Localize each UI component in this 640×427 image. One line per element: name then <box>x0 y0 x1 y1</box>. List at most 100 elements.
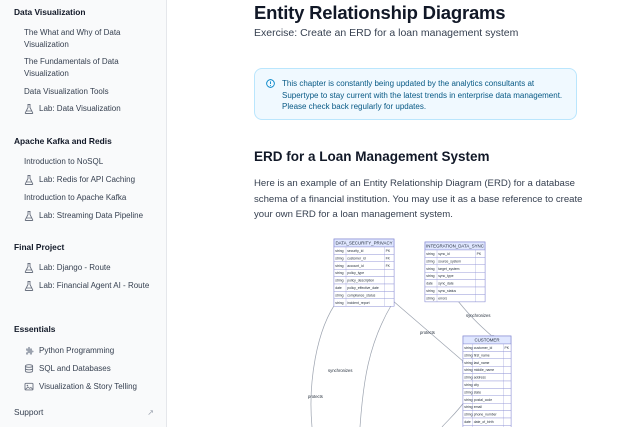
sidebar-item[interactable]: Lab: Data Visualization <box>24 103 152 115</box>
sidebar-item[interactable]: Data Visualization Tools <box>24 86 152 98</box>
flask-icon <box>24 263 34 273</box>
erd-cell-field: city <box>474 383 479 387</box>
erd-cell-type: string <box>464 361 472 365</box>
erd-cell-type: string <box>464 405 472 409</box>
sidebar-item-label: Python Programming <box>39 346 115 355</box>
erd-cell-type: string <box>426 296 434 300</box>
support-link[interactable]: Support↗ <box>14 407 154 417</box>
erd-cell-type: date <box>464 420 471 424</box>
erd-diagram: protects synchronizes synchronizes protects… <box>308 238 512 427</box>
info-callout: This chapter is constantly being updated… <box>254 68 577 120</box>
erd-cell-type: string <box>335 279 343 283</box>
erd-cell-type: string <box>464 353 472 357</box>
sidebar-item[interactable]: Lab: Streaming Data Pipeline <box>24 210 152 222</box>
sidebar-item[interactable]: Introduction to NoSQL <box>24 156 152 168</box>
sidebar-item-label: Introduction to Apache Kafka <box>24 193 127 202</box>
relation-label: synchronizes <box>328 368 352 373</box>
erd-cell-key: FK <box>386 264 391 268</box>
sidebar-section-title: Apache Kafka and Redis <box>14 136 112 146</box>
external-link-icon: ↗ <box>147 407 154 417</box>
erd-cell-key: PK <box>505 346 510 350</box>
erd-cell-field: policy_description <box>347 279 374 283</box>
erd-cell-type: string <box>464 368 472 372</box>
intro-paragraph: Here is an example of an Entity Relation… <box>254 178 583 220</box>
erd-cell-field: postal_code <box>474 398 492 402</box>
erd-cell-field: customer_id <box>474 346 493 350</box>
erd-cell-field: policy_type <box>347 271 364 275</box>
sidebar-item-label: Data Visualization Tools <box>24 87 109 96</box>
sidebar-item[interactable]: Visualization & Story Telling <box>24 381 152 393</box>
erd-table-name: DATA_SECURITY_PRIVACY <box>335 241 392 246</box>
sidebar-item-label: Introduction to NoSQL <box>24 157 104 166</box>
erd-cell-key: PK <box>386 249 391 253</box>
erd-cell-field: phone_number <box>474 413 498 417</box>
erd-row <box>462 425 512 427</box>
erd-cell-field: date_of_birth <box>474 420 494 424</box>
erd-cell-key: FK <box>386 256 391 260</box>
page-title: Entity Relationship Diagrams <box>254 2 506 23</box>
sidebar-section-title: Essentials <box>14 324 56 334</box>
sidebar-section-title: Data Visualization <box>14 7 86 17</box>
erd-cell-type: string <box>464 398 472 402</box>
relation-line <box>310 299 339 427</box>
page-subtitle: Exercise: Create an ERD for a loan manag… <box>254 27 519 39</box>
sidebar-section-title: Final Project <box>14 242 65 252</box>
erd-cell-type: date <box>426 282 433 286</box>
sidebar-item[interactable]: Introduction to Apache Kafka <box>24 192 152 204</box>
sidebar-item[interactable]: Lab: Django - Route <box>24 262 152 274</box>
erd-cell-type: string <box>426 267 434 271</box>
sidebar-item[interactable]: SQL and Databases <box>24 363 152 375</box>
erd-cell-field: source_system <box>438 259 461 263</box>
relation-label: protects <box>308 394 323 399</box>
erd-cell-type: string <box>426 252 434 256</box>
sidebar-item-label: Lab: Redis for API Caching <box>39 175 136 184</box>
erd-cell-type: date <box>335 286 342 290</box>
erd-cell-type: string <box>335 256 343 260</box>
info-icon <box>266 79 275 88</box>
erd-cell-field: sync_id <box>438 252 450 256</box>
erd-cell-type: string <box>335 271 343 275</box>
erd-cell-field: sync_date <box>438 282 454 286</box>
erd-cell-field: incident_report <box>347 301 369 305</box>
database-icon <box>24 364 34 373</box>
erd-cell-field: first_name <box>474 353 490 357</box>
flask-icon <box>24 104 34 114</box>
erd-cell-field: sync_status <box>438 289 456 293</box>
erd-cell-field: policy_effective_date <box>347 286 379 290</box>
sidebar-item[interactable]: The Fundamentals of Data Visualization <box>24 56 152 79</box>
sidebar-item-label: Lab: Django - Route <box>39 263 111 272</box>
erd-row <box>424 279 486 288</box>
erd-cell-type: string <box>335 301 343 305</box>
erd-cell-field: middle_name <box>474 368 494 372</box>
erd-cell-type: string <box>464 376 472 380</box>
sidebar-item-label: Lab: Streaming Data Pipeline <box>39 211 144 220</box>
erd-table-name: CUSTOMER <box>474 338 499 343</box>
relation-label: synchronizes <box>466 313 490 318</box>
sidebar-item[interactable]: Lab: Redis for API Caching <box>24 174 152 186</box>
sidebar-item-label: Lab: Data Visualization <box>39 104 121 113</box>
sidebar-item-label: The Fundamentals of Data Visualization <box>24 57 119 78</box>
erd-table-name: INTEGRATION_DATA_SYNC <box>426 244 484 249</box>
erd-cell-type: string <box>426 259 434 263</box>
sidebar-item[interactable]: Python Programming <box>24 345 152 357</box>
erd-cell-key: PK <box>477 252 482 256</box>
erd-cell-type: string <box>426 274 434 278</box>
erd-cell-field: last_name <box>474 361 490 365</box>
relation-label: protects <box>420 330 435 335</box>
flask-icon <box>24 211 34 221</box>
sidebar-item[interactable]: Lab: Financial Agent AI - Route <box>24 280 152 292</box>
erd-cell-type: string <box>464 383 472 387</box>
flask-icon <box>24 281 34 291</box>
section-heading: ERD for a Loan Management System <box>254 149 490 164</box>
image-icon <box>24 382 34 391</box>
relation-line <box>359 303 393 427</box>
main-content: Entity Relationship Diagrams Exercise: C… <box>168 0 640 427</box>
erd-cell-field: customer_id <box>347 256 366 260</box>
sidebar-item-label: Visualization & Story Telling <box>39 382 137 391</box>
erd-cell-field: state <box>474 390 481 394</box>
flask-icon <box>24 175 34 185</box>
erd-row <box>333 298 395 307</box>
erd-cell-field: sync_type <box>438 274 453 278</box>
sidebar-item[interactable]: The What and Why of Data Visualization <box>24 27 152 50</box>
